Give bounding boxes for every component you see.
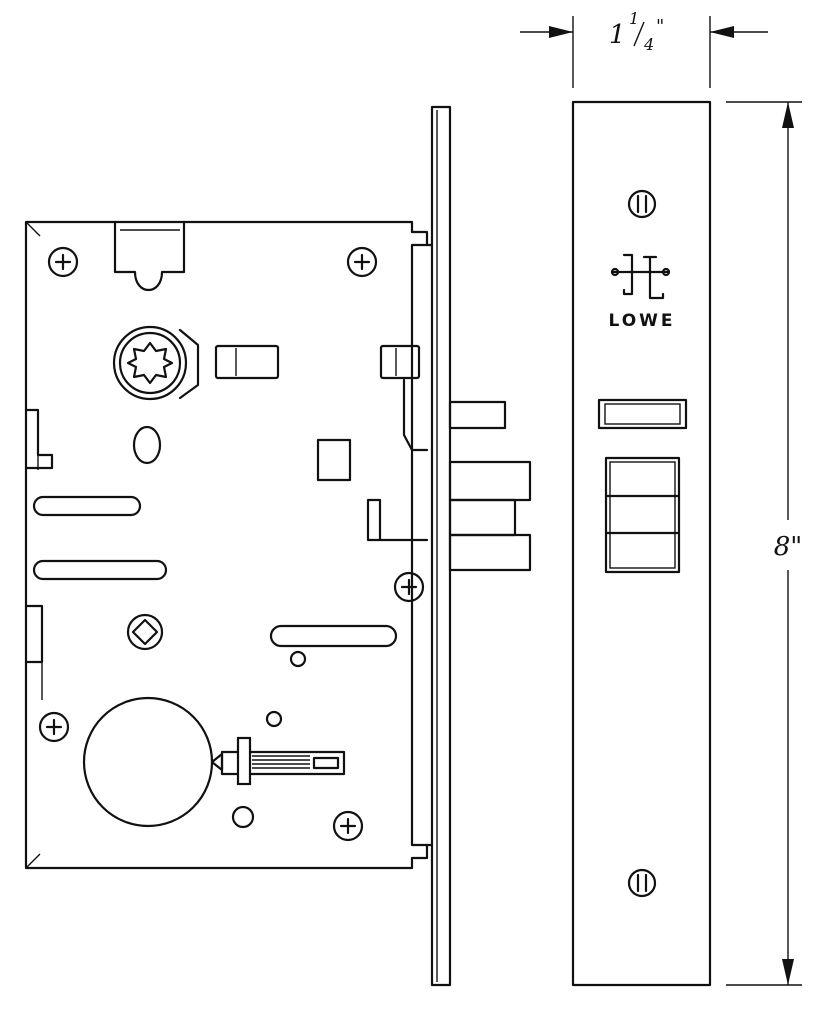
star-spindle-hole-icon bbox=[126, 341, 174, 385]
front-plate-edge bbox=[425, 105, 452, 987]
faceplate-front-view: LOWE bbox=[571, 100, 712, 987]
height-dimension: 8" bbox=[726, 101, 803, 986]
latch-tail bbox=[366, 498, 429, 542]
square-window bbox=[316, 438, 352, 482]
top-slot bbox=[113, 220, 186, 291]
svg-text:1: 1 bbox=[629, 9, 639, 28]
faceplate-aux-latch-slot bbox=[597, 398, 688, 430]
set-screw bbox=[210, 736, 346, 786]
lock-body-side-view bbox=[24, 220, 429, 870]
left-edge-tab-lower bbox=[24, 604, 44, 664]
slot-upper-left bbox=[32, 495, 142, 517]
auxiliary-latch bbox=[448, 400, 507, 430]
screw-bottom-right bbox=[332, 810, 364, 842]
svg-text:4: 4 bbox=[643, 35, 654, 54]
screw-mid-right bbox=[393, 571, 425, 603]
faceplate-outline bbox=[571, 100, 712, 987]
cylinder-hole bbox=[82, 696, 214, 828]
bolt-profile bbox=[402, 378, 429, 452]
screw-top-left bbox=[47, 246, 79, 278]
lever-hub bbox=[112, 325, 200, 401]
diamond-cam bbox=[126, 613, 164, 651]
screw-bottom-left bbox=[38, 711, 70, 743]
lowe-logo-icon bbox=[610, 253, 671, 300]
left-edge-tab-upper bbox=[24, 408, 54, 470]
svg-text:1: 1 bbox=[609, 20, 626, 50]
protruding-bolts bbox=[448, 400, 532, 572]
slot-middle-left bbox=[32, 559, 168, 581]
faceplate-screw-top bbox=[627, 189, 657, 219]
width-dimension: 1 1 4 " bbox=[520, 9, 768, 88]
block-right bbox=[379, 344, 421, 380]
brand-name: LOWE bbox=[608, 311, 675, 331]
latch-bolt-upper bbox=[448, 460, 532, 502]
width-dimension-label: 1 1 4 " bbox=[609, 9, 664, 54]
svg-text:": " bbox=[656, 16, 664, 37]
latch-bolt-lower bbox=[448, 533, 532, 572]
lock-case-outline bbox=[24, 220, 429, 870]
faceplate-screw-bottom bbox=[627, 868, 657, 898]
slot-lower-right bbox=[269, 624, 398, 648]
faceplate-bolt-opening bbox=[604, 456, 681, 574]
block-upper bbox=[214, 344, 280, 380]
deadbolt-middle bbox=[448, 498, 517, 537]
height-dimension-label: 8" bbox=[774, 532, 803, 562]
screw-top-right bbox=[346, 246, 378, 278]
oval-hole bbox=[132, 425, 162, 465]
